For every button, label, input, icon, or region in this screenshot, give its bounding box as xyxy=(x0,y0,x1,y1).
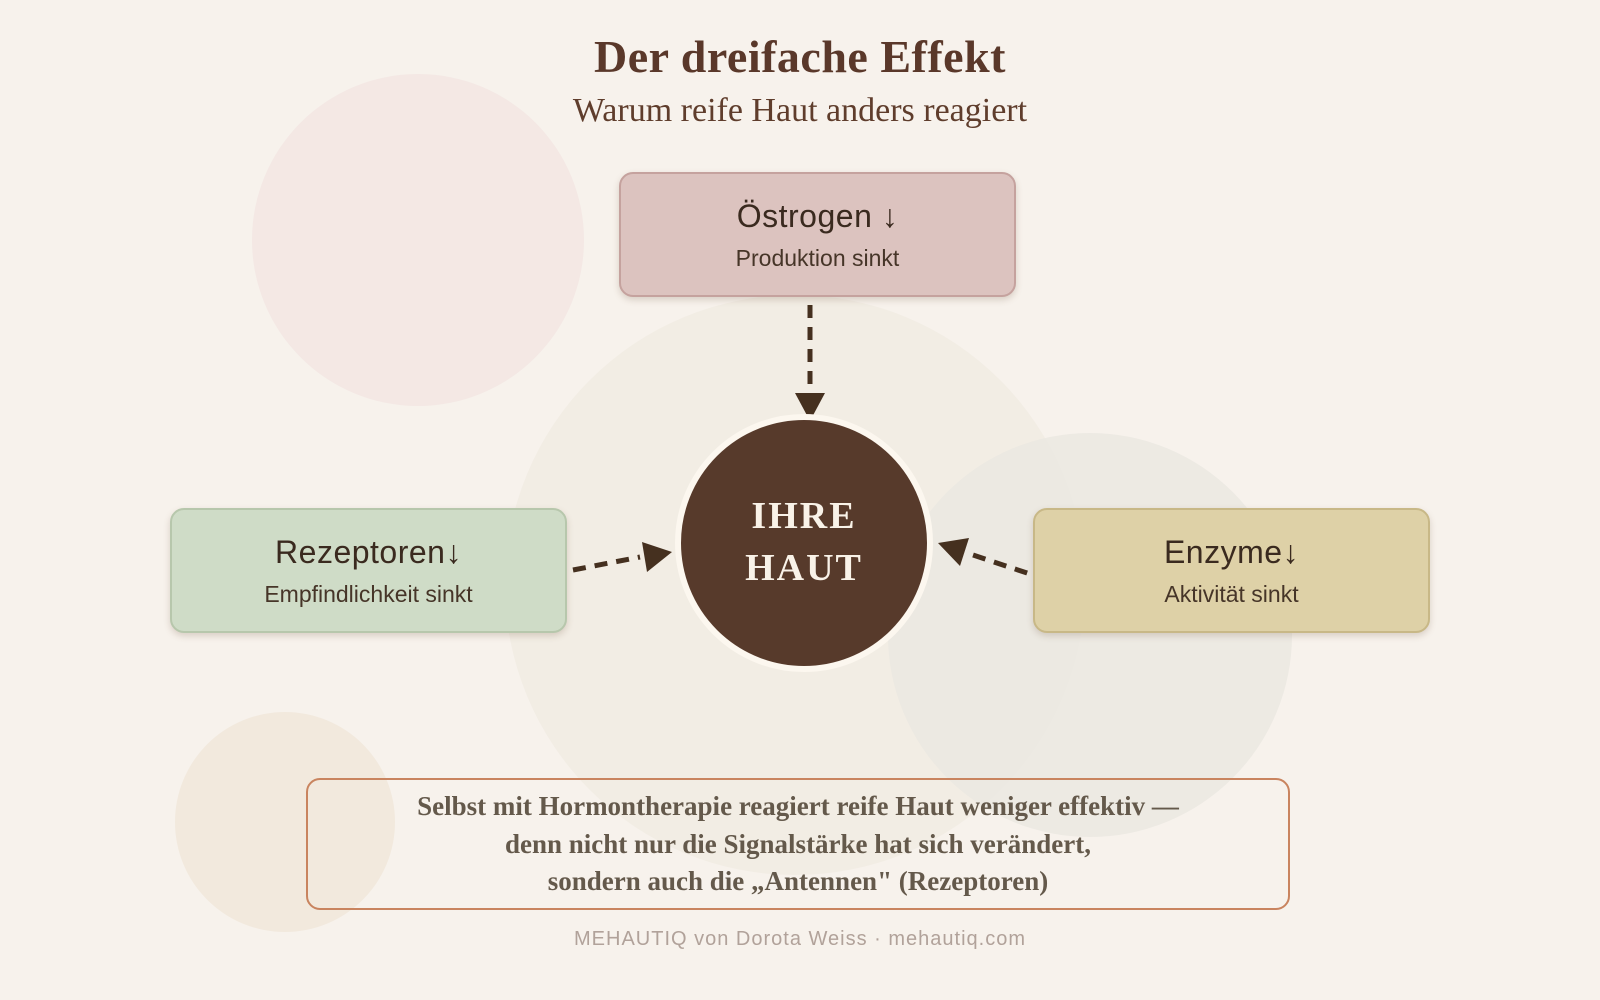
page-title: Der dreifache Effekt xyxy=(594,31,1006,82)
footer-credit: MEHAUTIQ von Dorota Weiss · mehautiq.com xyxy=(574,928,1026,950)
node-rezeptoren-label: Rezeptoren↓ xyxy=(275,533,462,570)
node-estrogen-sublabel: Produktion sinkt xyxy=(735,244,900,271)
skin-label-line2: HAUT xyxy=(745,547,863,589)
decor-circle-pink xyxy=(252,74,584,406)
node-enzyme-sublabel: Aktivität sinkt xyxy=(1164,580,1299,607)
callout-line-2: denn nicht nur die Signalstärke hat sich… xyxy=(504,828,1092,859)
node-estrogen-label: Östrogen ↓ xyxy=(736,197,899,234)
node-rezeptoren-sublabel: Empfindlichkeit sinkt xyxy=(264,580,473,607)
callout-box: Selbst mit Hormontherapie reagiert reife… xyxy=(306,778,1290,910)
page-subtitle: Warum reife Haut anders reagiert xyxy=(572,92,1028,129)
callout-line-3: sondern auch die „Antennen" (Rezeptoren) xyxy=(547,866,1049,897)
callout-line-1: Selbst mit Hormontherapie reagiert reife… xyxy=(417,791,1179,822)
node-estrogen: Östrogen ↓ Produktion sinkt xyxy=(619,172,1016,297)
node-enzyme-label: Enzyme↓ xyxy=(1163,533,1300,570)
decor-circle-gray xyxy=(888,433,1292,837)
node-skin: IHRE HAUT xyxy=(675,414,933,672)
node-enzyme: Enzyme↓ Aktivität sinkt xyxy=(1033,508,1430,633)
skin-label-line1: IHRE xyxy=(751,495,857,538)
decor-circle-tan xyxy=(175,712,395,932)
node-rezeptoren: Rezeptoren↓ Empfindlichkeit sinkt xyxy=(170,508,567,633)
